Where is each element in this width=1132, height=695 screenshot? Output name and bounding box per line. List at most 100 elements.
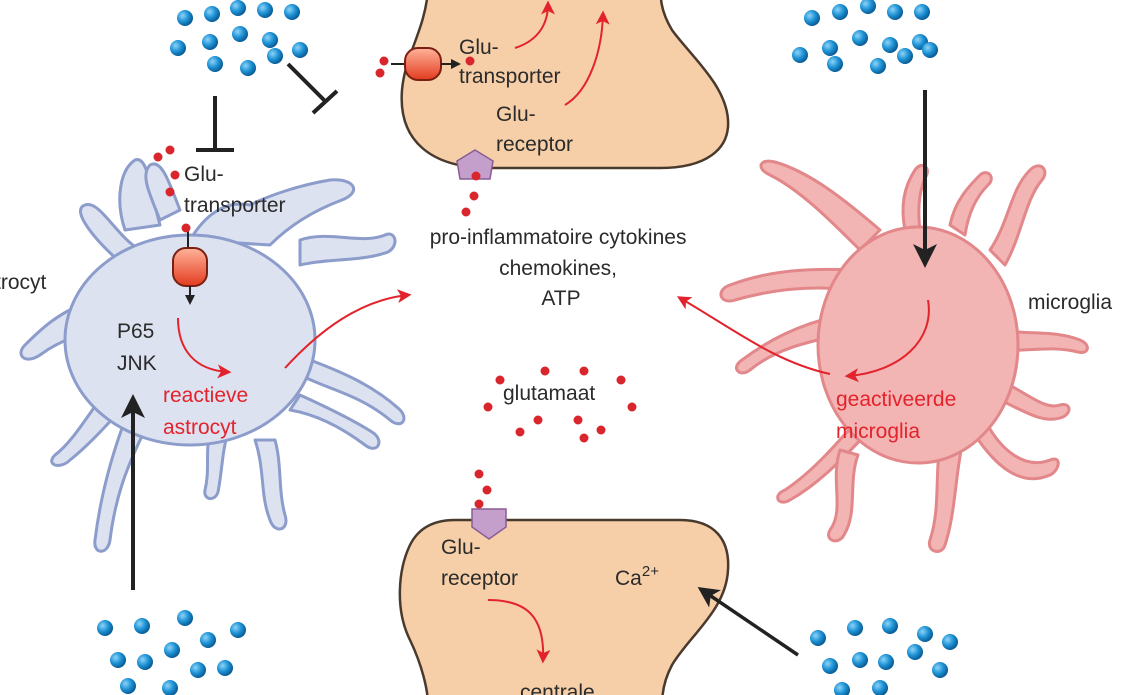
- glutamate-dot: [474, 499, 484, 509]
- presyn-transporter-icon: [391, 47, 461, 81]
- presyn-receptor-label: Glu- receptor: [496, 103, 573, 156]
- blue-molecule-dot: [162, 680, 178, 695]
- postsyn-red-arrow: [487, 599, 551, 664]
- glutamate-dot: [596, 425, 606, 435]
- glutamate-dot: [375, 68, 385, 78]
- glutamate-dot: [165, 187, 175, 197]
- blue-molecule-dot: [110, 652, 126, 668]
- glutamate-molecules: [153, 56, 637, 509]
- astro-transporter-label: Glu- transporter: [184, 163, 286, 217]
- glutamate-dot: [515, 427, 525, 437]
- postsyn-receptor-label: Glu- receptor: [441, 536, 518, 590]
- blue-molecule-dot: [878, 654, 894, 670]
- glutamate-dot: [495, 375, 505, 385]
- blue-molecule-dot: [860, 0, 876, 14]
- blue-molecule-dot: [917, 626, 933, 642]
- blue-molecule-dot: [204, 6, 220, 22]
- blue-molecule-dot: [257, 2, 273, 18]
- glutamate-dot: [579, 366, 589, 376]
- glutamate-dot: [465, 56, 475, 66]
- blue-molecule-dot: [852, 30, 868, 46]
- blue-molecule-dot: [202, 34, 218, 50]
- glutamate-dot: [533, 415, 543, 425]
- glutamate-dot: [573, 415, 583, 425]
- presyn-red-arrows: [514, 0, 610, 106]
- blue-molecule-dot: [897, 48, 913, 64]
- blue-molecule-dot: [834, 682, 850, 695]
- reactive-astrocyte-label: reactieve astrocyt: [163, 384, 254, 439]
- blue-molecule-dot: [217, 660, 233, 676]
- blue-molecule-dot: [822, 40, 838, 56]
- blue-molecule-dot: [190, 662, 206, 678]
- astrocyte-cell: [19, 158, 406, 553]
- glutamate-dot: [170, 170, 180, 180]
- blue-molecule-dot: [207, 56, 223, 72]
- postsynaptic-terminal: [398, 518, 730, 695]
- activated-microglia-label: geactiveerde microglia: [836, 388, 962, 443]
- glutamate-dot: [474, 469, 484, 479]
- glutamate-dot: [483, 402, 493, 412]
- blue-molecule-dot: [922, 42, 938, 58]
- blue-molecule-dot: [164, 642, 180, 658]
- glutamate-dot: [627, 402, 637, 412]
- calcium-label: Ca2+: [615, 563, 659, 590]
- glutamate-dot: [165, 145, 175, 155]
- blue-molecule-dot: [240, 60, 256, 76]
- blue-molecule-dot: [852, 652, 868, 668]
- blue-molecule-dot: [97, 620, 113, 636]
- blue-molecule-dot: [914, 4, 930, 20]
- postsyn-receptor-icon: [471, 508, 507, 540]
- blue-molecule-dot: [134, 618, 150, 634]
- blue-molecule-dot: [942, 634, 958, 650]
- presynaptic-terminal: [400, 0, 730, 170]
- blue-molecule-dot: [232, 26, 248, 42]
- microglia-name: microglia: [1028, 291, 1112, 314]
- glutamate-dot: [579, 433, 589, 443]
- blue-molecule-dot: [137, 654, 153, 670]
- blue-molecule-dot: [822, 658, 838, 674]
- glutamate-dot: [379, 56, 389, 66]
- astro-transporter-icon: [172, 230, 208, 305]
- blue-molecule-dot: [177, 10, 193, 26]
- blue-molecule-dot: [292, 42, 308, 58]
- blue-molecule-dot: [792, 47, 808, 63]
- glutamate-label: glutamaat: [503, 382, 595, 405]
- blue-molecule-dot: [230, 622, 246, 638]
- glutamate-dot: [181, 223, 191, 233]
- blue-molecule-dot: [847, 620, 863, 636]
- blue-molecule-clusters: [97, 0, 958, 695]
- blue-molecule-dot: [120, 678, 136, 694]
- glutamate-dot: [153, 152, 163, 162]
- glutamate-dot: [469, 191, 479, 201]
- inhibit-presyn-transporter-icon: [286, 62, 339, 115]
- glutamate-dot: [461, 207, 471, 217]
- blue-molecule-dot: [882, 618, 898, 634]
- blue-molecule-dot: [267, 48, 283, 64]
- microglia-cell: [719, 159, 1089, 553]
- cytokines-label: pro-inflammatoire cytokines chemokines, …: [430, 226, 693, 310]
- inhibit-astro-transporter-icon: [196, 96, 234, 152]
- astro-red-arrows: [177, 289, 412, 379]
- glutamate-dot: [540, 366, 550, 376]
- calcium-influx-arrow-icon: [697, 587, 799, 657]
- central-label: centrale: [520, 681, 595, 695]
- blue-molecule-dot: [832, 4, 848, 20]
- blue-molecule-dot: [870, 58, 886, 74]
- astrocyte-name: trocyt: [0, 271, 47, 294]
- glutamate-dot: [482, 485, 492, 495]
- blue-molecule-dot: [882, 37, 898, 53]
- blue-molecule-dot: [262, 32, 278, 48]
- blue-molecule-dot: [932, 662, 948, 678]
- glutamate-dot: [616, 375, 626, 385]
- blue-molecule-dot: [907, 644, 923, 660]
- microglia-red-arrows: [676, 296, 930, 383]
- blue-molecule-dot: [230, 0, 246, 16]
- blue-molecule-dot: [872, 680, 888, 695]
- blue-molecule-dot: [804, 10, 820, 26]
- presyn-transporter-label: Glu- transporter: [459, 36, 561, 88]
- blue-molecule-dot: [200, 632, 216, 648]
- blue-molecule-dot: [177, 610, 193, 626]
- blue-molecule-dot: [284, 4, 300, 20]
- blue-molecule-dot: [810, 630, 826, 646]
